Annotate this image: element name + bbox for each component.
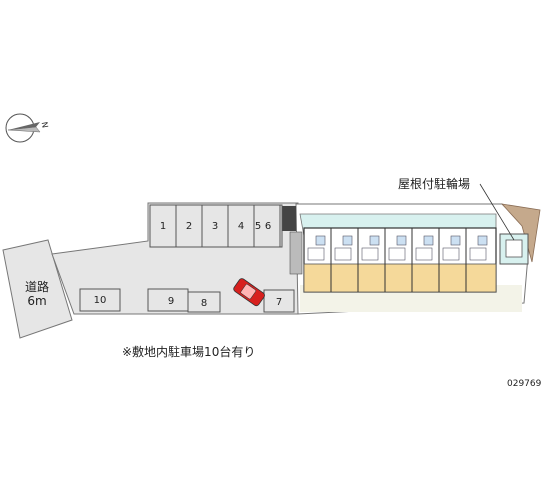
- bicycle-label-leader: [479, 183, 515, 241]
- parking-space-7: [263, 289, 295, 313]
- parking-number-9: 9: [168, 296, 174, 307]
- road-width-label: 6m: [27, 294, 46, 308]
- entrance-steps: [289, 231, 303, 275]
- unit-dividers: [330, 228, 467, 292]
- parking-space-8: [187, 291, 221, 313]
- parking-number-1: 1: [160, 221, 166, 232]
- parking-number-4: 4: [238, 221, 244, 232]
- parking-number-2: 2: [186, 221, 192, 232]
- parking-number-7: 7: [276, 297, 282, 308]
- unit-kitchens: [307, 247, 487, 261]
- parking-number-5: 5: [255, 221, 261, 232]
- parking-number-8: 8: [201, 298, 207, 309]
- road-area: [2, 239, 73, 339]
- parking-number-6: 6: [265, 221, 271, 232]
- car-icon: [233, 278, 265, 307]
- building-balcony-zone: [303, 263, 497, 293]
- parking-note: ※敷地内駐車場10台有り: [122, 344, 255, 359]
- parking-number-10: 10: [94, 295, 107, 306]
- compass-north-label: N: [40, 121, 50, 128]
- bicycle-parking-label: 屋根付駐輪場: [398, 176, 470, 191]
- bicycle-parking-inner: [505, 239, 523, 258]
- boundary-wall: [282, 206, 296, 231]
- parking-number-3: 3: [212, 221, 218, 232]
- map-code: 029769: [507, 379, 542, 389]
- road-label: 道路: [25, 279, 49, 294]
- unit-interiors: [315, 235, 488, 246]
- parking-space-10: [79, 288, 121, 312]
- parking-space-6: [279, 204, 283, 248]
- embankment: [500, 203, 541, 263]
- parking-row-lower: [79, 288, 295, 313]
- compass-icon: N: [5, 113, 50, 143]
- parking-row-upper: [149, 204, 283, 248]
